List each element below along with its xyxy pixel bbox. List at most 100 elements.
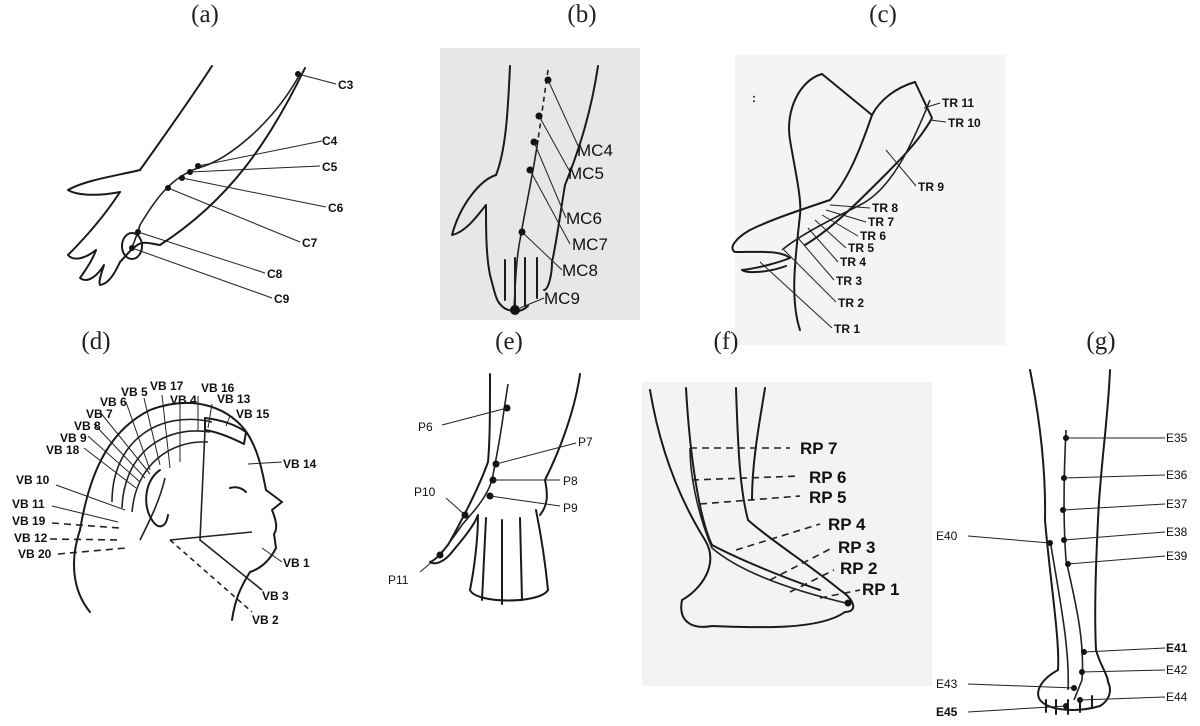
- point-label: MC6: [566, 209, 602, 228]
- leader-line: [885, 149, 917, 187]
- leader-line: [923, 102, 941, 109]
- leader-line: [797, 237, 835, 281]
- leader-line: [821, 214, 859, 237]
- gallbladder-meridian-arc: [121, 430, 211, 509]
- point-label: P11: [388, 573, 409, 587]
- thumb-outline: [67, 169, 141, 196]
- gallbladder-meridian-arc: [131, 441, 209, 513]
- point-label: MC8: [562, 261, 598, 280]
- arm-outline: [564, 65, 599, 186]
- point-label: TR 2: [838, 296, 864, 310]
- panel-f-label: (f): [714, 328, 739, 355]
- leader-line: [929, 119, 947, 123]
- point-label: VB 3: [262, 589, 289, 603]
- upper-arm-outline: [788, 73, 823, 216]
- leader-line: [1063, 474, 1166, 479]
- palm-outline: [485, 204, 501, 305]
- hand-outline: [731, 229, 791, 274]
- head-outline: [79, 402, 283, 621]
- point-label: P7: [578, 435, 593, 449]
- leader-line: [783, 249, 837, 303]
- point-label: E39: [1166, 549, 1188, 563]
- point-label: VB 13: [217, 392, 251, 406]
- hand-outline: [119, 241, 161, 263]
- point-label: C6: [328, 201, 344, 215]
- toes-outline: [1045, 695, 1093, 715]
- point-label: TR 4: [840, 255, 866, 269]
- leader-line: [735, 523, 821, 551]
- point-label: RP 2: [840, 559, 878, 578]
- leader-line: [419, 554, 441, 573]
- leader-line: [247, 461, 283, 465]
- hand-outline: [469, 589, 549, 602]
- leader-line: [161, 394, 171, 469]
- spleen-meridian-line: [689, 447, 851, 605]
- leader-line: [819, 589, 861, 599]
- point-label: E43: [936, 677, 958, 691]
- leader-line: [1081, 669, 1166, 673]
- leader-line: [1079, 696, 1166, 701]
- panel-d: (d) VB 17 VB 16 VB 5: [12, 328, 317, 627]
- heart-meridian-line: [131, 73, 301, 249]
- point-label: E38: [1166, 525, 1188, 539]
- leader-line: [825, 209, 867, 223]
- point-label: VB 4: [170, 393, 197, 407]
- point-label: VB 18: [46, 443, 80, 457]
- leader-line: [93, 423, 146, 479]
- leader-line: [167, 187, 301, 243]
- leader-line: [57, 547, 127, 555]
- leader-line: [967, 683, 1075, 689]
- leader-line: [691, 475, 801, 481]
- point-label: C4: [322, 134, 338, 148]
- point-label: TR 5: [848, 241, 874, 255]
- point-label: MC9: [544, 289, 580, 308]
- point-label: TR 10: [948, 116, 981, 130]
- point-label: RP 3: [838, 538, 876, 557]
- acupoint-dot: [510, 305, 520, 315]
- gallbladder-meridian-line: [169, 539, 253, 613]
- leader-line: [699, 495, 801, 505]
- acupoint-dot: [844, 599, 852, 607]
- panel-g: (g) E35 E36 E37 E38 E40 E39 E41 E: [936, 328, 1188, 719]
- leader-line: [521, 231, 563, 271]
- leader-line: [225, 415, 231, 427]
- leader-line: [197, 140, 323, 167]
- point-label: VB 12: [14, 531, 48, 545]
- panel-c: (c) : TR 11 TR 10 TR 9 TR 8 TR 7 TR 6 TR…: [731, 1, 1005, 345]
- point-label: C5: [322, 160, 338, 174]
- point-label: TR 9: [918, 180, 944, 194]
- eyebrow-shape: [204, 417, 247, 445]
- leader-line: [125, 401, 151, 471]
- leader-line: [759, 261, 833, 329]
- point-label: TR 6: [860, 229, 886, 243]
- arm-outline: [159, 67, 306, 246]
- lung-meridian-line: [439, 383, 509, 556]
- leg-outline: [649, 389, 846, 629]
- point-label: E36: [1166, 468, 1188, 482]
- leader-line: [189, 165, 321, 173]
- point-label: :: [752, 91, 756, 105]
- finger-outline: [67, 191, 121, 260]
- point-label: E42: [1166, 663, 1188, 677]
- leg-outline: [751, 387, 766, 501]
- leader-line: [83, 447, 137, 489]
- leg-outline: [735, 387, 855, 613]
- panel-g-label: (g): [1086, 328, 1115, 355]
- leader-line: [489, 495, 561, 507]
- point-label: P10: [414, 485, 436, 499]
- gallbladder-meridian-line: [199, 429, 263, 591]
- little-finger-tip: [121, 232, 143, 260]
- leader-line: [87, 435, 141, 483]
- leader-line: [829, 204, 871, 209]
- leader-line: [51, 522, 121, 529]
- leg-outline: [1094, 369, 1111, 683]
- point-label: C9: [274, 292, 290, 306]
- leader-line: [99, 411, 151, 475]
- point-label: C7: [302, 236, 318, 250]
- leader-line: [789, 569, 835, 593]
- leader-line: [297, 73, 337, 85]
- leader-line: [807, 227, 839, 263]
- leader-line: [533, 141, 567, 219]
- point-label: RP 5: [809, 488, 847, 507]
- point-label: VB 17: [150, 379, 184, 393]
